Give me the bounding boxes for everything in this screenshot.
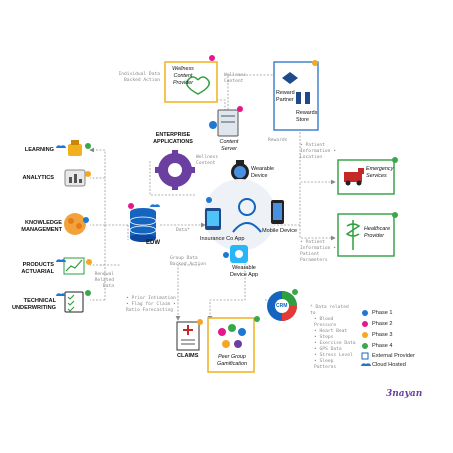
crm-wheel-icon (267, 289, 298, 321)
legend-phase-2: Phase 2 (372, 321, 393, 327)
emergency-services-box (337, 157, 398, 195)
enterprise-gear-icon (155, 150, 195, 190)
analytics-icon (64, 169, 86, 187)
enterprise-apps-label: ENTERPRISE APPLICATIONS (153, 132, 193, 145)
peer-group-icon (207, 316, 260, 373)
edw-database-icon (128, 203, 160, 242)
content-server-label: Content Server (219, 139, 239, 152)
annotation-group-data: Group Data Backed Action (170, 256, 206, 267)
legend-phase-3: Phase 3 (372, 332, 393, 338)
legend-external-provider: External Provider (372, 353, 415, 359)
phase-badge (85, 171, 91, 177)
phase-badge (85, 143, 91, 149)
annotation-patient-info: • Patient Information • Location (300, 143, 336, 160)
cloud-icon (56, 293, 66, 296)
content-server-icon (209, 106, 243, 137)
claims-label: CLAIMS (177, 353, 199, 359)
wearable-app-icon (223, 245, 248, 263)
legend-swatches (361, 310, 371, 366)
insurance-app-phone-icon (205, 197, 221, 230)
annotation-renewal-data: Renewal Related Data (94, 272, 114, 289)
claims-icon (176, 319, 203, 351)
data-footnote-item: • GPS Data (314, 347, 342, 352)
healthcare-provider-label: Healthcare Provider (364, 226, 391, 239)
wellness-provider-label: Wellness Content Provider (172, 66, 194, 86)
wearable-app-label: Wearable Device App (229, 265, 259, 278)
data-footnote-item: • Heart Beat (314, 329, 348, 334)
data-footnote-item: • Steps (314, 335, 334, 340)
edw-label: EDW (146, 240, 160, 246)
annotation-wellness-content-top: Wellness Content (224, 73, 247, 84)
mobile-device-icon (271, 200, 284, 224)
left-label-analytics: ANALYTICS (22, 175, 55, 181)
data-footnote-item: • Blood Pressure (314, 317, 337, 328)
legend-phase-4: Phase 4 (372, 343, 393, 349)
knowledge-brain-icon (64, 213, 86, 235)
legend-cloud-hosted: Cloud Hosted (372, 362, 406, 368)
phase-badge (86, 259, 92, 265)
annotation-patient-params: • Patient Information • Patient Paramete… (300, 240, 336, 263)
phase-badge (85, 290, 91, 296)
left-badges (56, 143, 92, 296)
crm-label: CRM (276, 303, 288, 309)
reward-partner-box (273, 60, 319, 131)
insurance-user-hub (204, 179, 276, 251)
data-footnote: * Data related to • Blood Pressure • Hea… (310, 305, 356, 371)
left-label-underwriting: TECHNICAL UNDERWRITING (11, 298, 56, 311)
healthcare-provider-box (337, 212, 398, 257)
annotation-rewards: Rewards (268, 138, 288, 143)
annotation-wellness-content-mid: Wellness Content (196, 155, 219, 166)
annotation-prior-intimation: • Prior Intimation • Flag for Claim • Ra… (126, 296, 176, 313)
left-label-knowledge: KNOWLEDGE MANAGEMENT (21, 220, 62, 233)
learning-icon (68, 140, 82, 156)
underwriting-checklist-icon (64, 291, 84, 313)
peer-group-label: Peer Group Gamification (217, 354, 247, 367)
rewards-store-label: Rewards Store (296, 110, 318, 123)
annotation-individual-data: Individual Data Backed Action (118, 72, 161, 83)
cloud-icon (56, 259, 66, 262)
data-footnote-item: • Stress Level (314, 353, 353, 358)
data-footnote-item: • Sleep Patterns (314, 359, 337, 370)
wellness-provider-box (164, 55, 218, 103)
annotation-data-star: Data* (176, 228, 190, 233)
cloud-icon (56, 145, 66, 148)
emergency-services-label: Emergency Services (366, 166, 394, 179)
legend-phase-1: Phase 1 (372, 310, 393, 316)
mobile-device-label: Mobile Device (262, 228, 298, 234)
phase-badge (83, 217, 89, 223)
insurance-app-label: Insurance Co App (200, 236, 245, 242)
left-icons (63, 140, 86, 313)
data-footnote-title: * Data related to (310, 305, 349, 316)
data-footnote-item: • Exercise Data (314, 341, 356, 346)
reward-partner-label: Reward Partner (276, 90, 295, 103)
wearable-device-label: Wearable Device (251, 166, 274, 179)
left-label-learning: LEARNING (24, 147, 54, 153)
products-chart-icon (63, 257, 85, 275)
brand-logo: 3nayan (386, 389, 423, 399)
left-label-products: PRODUCTS ACTUARIAL (21, 262, 54, 275)
